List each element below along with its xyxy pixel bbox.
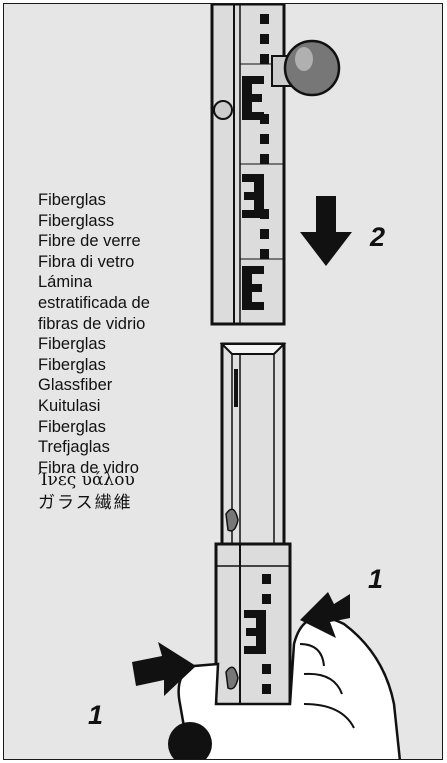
knob-icon — [271, 39, 341, 97]
instruction-panel: Fiberglas Fiberglass Fibre de verre Fibr… — [3, 3, 443, 760]
material-name: Fibre de verre — [38, 232, 141, 251]
upper-rod-section — [210, 4, 286, 326]
step-label-2: 2 — [370, 222, 386, 252]
material-name-japanese: ガラス繊維 — [38, 492, 133, 513]
material-name: estratificada de — [38, 293, 150, 312]
material-name: Fiberglass — [38, 211, 115, 230]
material-name-greek: Ίνες υάλου — [38, 470, 135, 491]
material-name-list: Fiberglas Fiberglass Fibre de verre Fibr… — [38, 190, 150, 514]
material-name: Lámina — [38, 273, 93, 292]
down-arrow-icon — [300, 196, 352, 266]
material-name: Trefjaglas — [38, 438, 110, 457]
material-name: Fiberglas — [38, 191, 106, 209]
step-label-1-left: 1 — [88, 700, 104, 730]
material-name: Fibra de vidro — [38, 458, 139, 477]
material-name: Kuitulasi — [38, 396, 101, 415]
rivet — [213, 100, 233, 120]
left-arrow-icon — [300, 592, 350, 638]
leveling-rod-illustration — [132, 4, 402, 759]
right-arrow-icon — [132, 642, 196, 696]
material-name: fibras de vidrio — [38, 314, 146, 333]
material-name: Fiberglas — [38, 335, 106, 354]
lower-rod-section — [214, 342, 292, 759]
material-name: Fibra di vetro — [38, 252, 135, 271]
step-label-1-right: 1 — [368, 564, 384, 594]
material-name: Fiberglas — [38, 355, 106, 374]
material-name: Fiberglas — [38, 417, 106, 436]
material-name: Glassfiber — [38, 376, 113, 395]
